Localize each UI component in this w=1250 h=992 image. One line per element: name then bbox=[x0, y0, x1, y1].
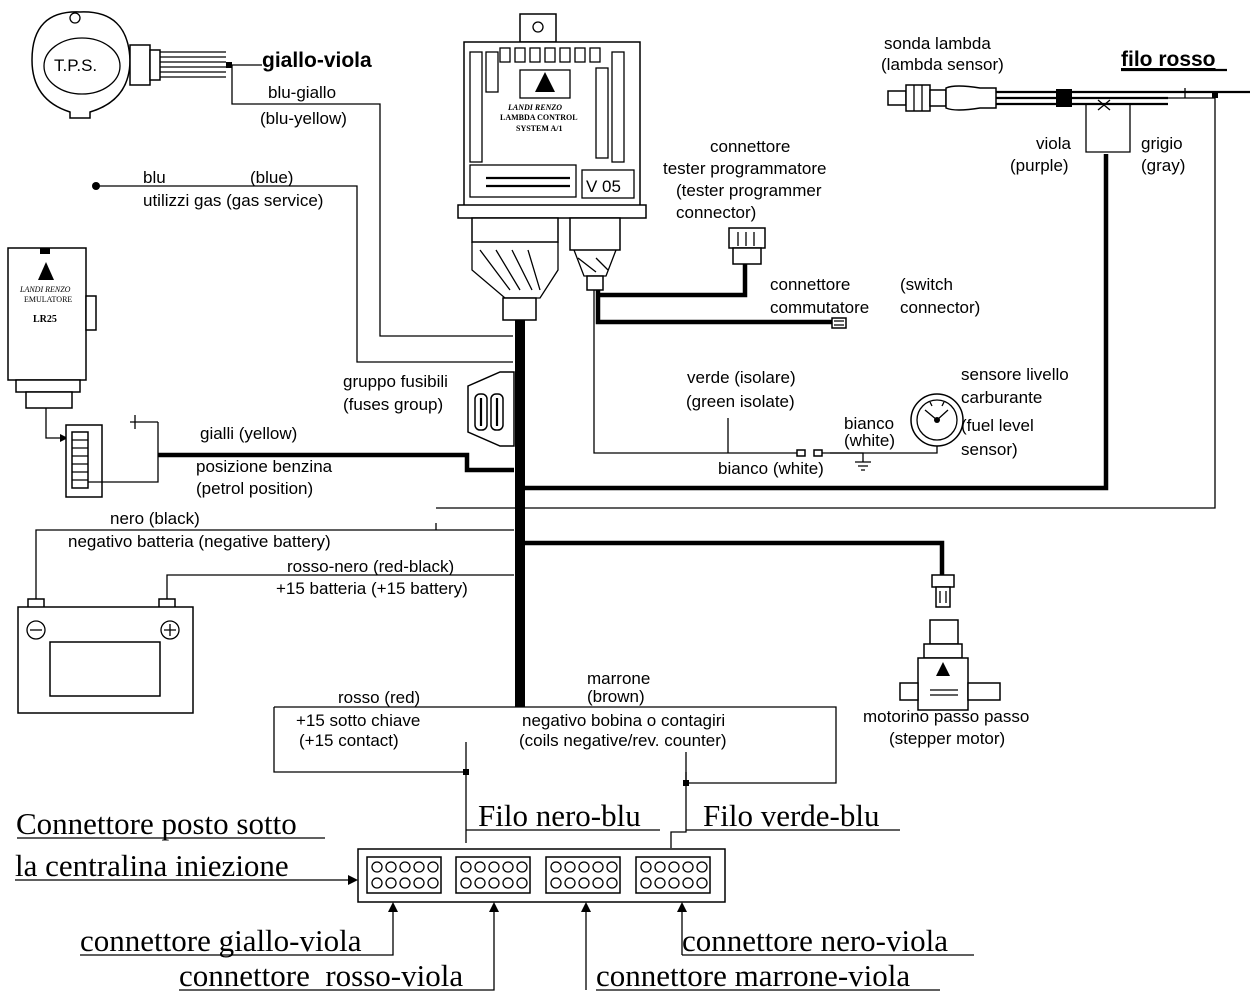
wire-nero bbox=[35, 529, 514, 600]
injection-ecu-connector bbox=[357, 848, 726, 903]
blue-label: (blue) bbox=[250, 168, 293, 187]
viola-label: viola bbox=[1036, 134, 1072, 153]
rosso-red-label: rosso (red) bbox=[338, 688, 420, 707]
marrone-label: marrone bbox=[587, 669, 650, 688]
grigio-label: grigio bbox=[1141, 134, 1183, 153]
wire-stepper bbox=[525, 540, 945, 575]
sensore-label-2: carburante bbox=[961, 388, 1042, 407]
wires bbox=[35, 64, 1250, 848]
blu-yellow-label: (blu-yellow) bbox=[260, 109, 347, 128]
wire-blu-giallo bbox=[231, 65, 513, 337]
wire-filo-rosso-down bbox=[436, 95, 1216, 509]
gialli-label: gialli (yellow) bbox=[200, 424, 297, 443]
filo-verde-blu-label: Filo verde-blu bbox=[703, 798, 880, 833]
blu-label: blu bbox=[143, 168, 166, 187]
motorino-label: motorino passo passo bbox=[863, 707, 1029, 726]
white-label: (white) bbox=[844, 431, 895, 450]
wire-verde-blu bbox=[670, 752, 687, 848]
stepper-motor bbox=[899, 574, 1001, 711]
connettore-sotto-label-1: Connettore posto sotto bbox=[16, 806, 297, 841]
switch-label-2: connector) bbox=[900, 298, 980, 317]
tester-label-3: (tester programmer bbox=[676, 181, 822, 200]
ecu-version: V 05 bbox=[586, 177, 621, 196]
tps-sensor: T.P.S. bbox=[31, 11, 232, 119]
tester-connector bbox=[728, 227, 766, 265]
petrol-position-label: (petrol position) bbox=[196, 479, 313, 498]
gray-label: (gray) bbox=[1141, 156, 1185, 175]
verde-label: verde (isolare) bbox=[687, 368, 796, 387]
connettore-sotto-label-2: la centralina iniezione bbox=[15, 848, 289, 883]
posizione-benzina-label: posizione benzina bbox=[196, 457, 333, 476]
commutatore-label-1: connettore bbox=[770, 275, 850, 294]
battery bbox=[17, 598, 194, 714]
switch-connector bbox=[831, 317, 847, 329]
tester-label-4: connector) bbox=[676, 203, 756, 222]
sensore-label-4: sensor) bbox=[961, 440, 1018, 459]
wire-commutatore bbox=[595, 288, 832, 325]
sonda-lambda-label: sonda lambda bbox=[884, 34, 991, 53]
connector-block-3 bbox=[545, 856, 621, 894]
connettore-nero-viola-label: connettore nero-viola bbox=[682, 923, 948, 958]
tester-label-1: connettore bbox=[710, 137, 790, 156]
negativo-batteria-label: negativo batteria (negative battery) bbox=[68, 532, 331, 551]
commutatore-label-2: commutatore bbox=[770, 298, 869, 317]
tester-label-2: tester programmatore bbox=[663, 159, 826, 178]
ecu-unit: LANDI RENZO LAMBDA CONTROL SYSTEM A/1 V … bbox=[457, 13, 647, 321]
stepper-motor-label: (stepper motor) bbox=[889, 729, 1005, 748]
connettore-marrone-viola-label: connettore marrone-viola bbox=[596, 958, 910, 992]
lambda-sensor bbox=[887, 84, 1111, 112]
leader-lines bbox=[15, 829, 974, 991]
green-isolate-label: (green isolate) bbox=[686, 392, 795, 411]
connector-block-1 bbox=[366, 856, 442, 894]
gas-service-terminal bbox=[92, 182, 100, 190]
sensore-label-1: sensore livello bbox=[961, 365, 1069, 384]
nero-label: nero (black) bbox=[110, 509, 200, 528]
filo-rosso-label: filo rosso bbox=[1121, 48, 1216, 71]
tps-label: T.P.S. bbox=[54, 56, 97, 75]
ecu-line1: LAMBDA CONTROL bbox=[500, 113, 578, 122]
emulator-brand: LANDI RENZO bbox=[19, 285, 71, 294]
ecu-line2: SYSTEM A/1 bbox=[516, 124, 562, 133]
brown-label: (brown) bbox=[587, 687, 645, 706]
fusibili-label: gruppo fusibili bbox=[343, 372, 448, 391]
purple-label: (purple) bbox=[1010, 156, 1069, 175]
filo-nero-blu-label: Filo nero-blu bbox=[478, 798, 641, 833]
lr25-emulator: LANDI RENZO EMULATORE LR25 bbox=[7, 247, 159, 498]
blu-giallo-label: blu-giallo bbox=[268, 83, 336, 102]
fuses-label: (fuses group) bbox=[343, 395, 443, 414]
wire-bianco bbox=[593, 290, 730, 454]
lambda-sensor-label: (lambda sensor) bbox=[881, 55, 1004, 74]
sotto-chiave-label: +15 sotto chiave bbox=[296, 711, 420, 730]
connettore-rosso-viola-label: connettore rosso-viola bbox=[179, 958, 463, 992]
utilizzi-gas-label: utilizzi gas (gas service) bbox=[143, 191, 323, 210]
wire-viola bbox=[525, 154, 1109, 491]
ecu-brand: LANDI RENZO bbox=[507, 103, 562, 112]
emulator-model: LR25 bbox=[33, 314, 57, 325]
connector-block-2 bbox=[455, 856, 531, 894]
bianco-white-label: bianco (white) bbox=[718, 459, 824, 478]
coils-negative-label: (coils negative/rev. counter) bbox=[519, 731, 727, 750]
emulator-type: EMULATORE bbox=[24, 295, 72, 304]
wire-tester bbox=[598, 262, 748, 298]
giallo-viola-label: giallo-viola bbox=[262, 49, 372, 72]
fuel-level-sensor bbox=[796, 393, 964, 471]
connettore-giallo-viola-label: connettore giallo-viola bbox=[80, 923, 362, 958]
negativo-bobina-label: negativo bobina o contagiri bbox=[522, 711, 725, 730]
wire-blu bbox=[96, 185, 513, 363]
wire-rosso-nero bbox=[166, 574, 514, 600]
switch-label-1: (switch bbox=[900, 275, 953, 294]
connector-block-4 bbox=[635, 856, 711, 894]
wire-gialli bbox=[158, 452, 514, 473]
rosso-nero-label: rosso-nero (red-black) bbox=[287, 557, 454, 576]
fuses-group bbox=[467, 371, 515, 447]
bianco-label: bianco bbox=[844, 414, 894, 433]
piu15-batteria-label: +15 batteria (+15 battery) bbox=[276, 579, 468, 598]
sensore-label-3: (fuel level bbox=[961, 416, 1034, 435]
contact-label: (+15 contact) bbox=[299, 731, 399, 750]
